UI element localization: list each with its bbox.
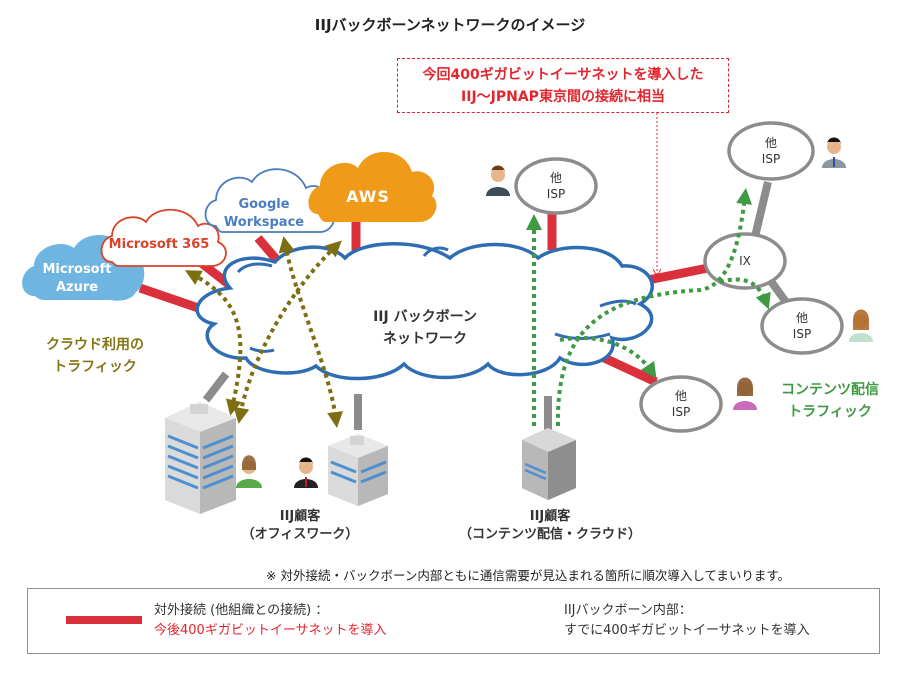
isp-label-line-2: ISP (761, 152, 781, 166)
callout-line-2: IIJ～JPNAP東京間の接続に相当 (461, 89, 665, 105)
person-icon-isp-right (849, 309, 873, 342)
person-icon-isp-top-right (822, 137, 846, 168)
cloud-google (204, 168, 336, 233)
isp-bottom-label: 他 ISP (651, 388, 711, 420)
content-traffic-arrows (526, 188, 771, 427)
legend: 対外接続 (他組織との接続) ： 今後400ギガビットイーサネットを導入 IIJ… (27, 588, 880, 654)
link-ix-isp-right (766, 277, 790, 305)
callout-box: 今回400ギガビットイーサネットを導入した IIJ～JPNAP東京間の接続に相当 (397, 58, 729, 113)
office-customer-line-2: （オフィスワーク） (241, 527, 359, 542)
azure-label: Microsoft Azure (22, 261, 132, 297)
isp-label-line-2: ISP (671, 405, 691, 419)
legend-internal-line-1: IIJバックボーン内部： (564, 603, 692, 618)
legend-external-text: 対外接続 (他組織との接続) ： 今後400ギガビットイーサネットを導入 (154, 601, 387, 641)
legend-external-line-1: 対外接続 (他組織との接続) ： (154, 603, 329, 618)
cloud-traffic-arrows (184, 236, 343, 428)
diagram-title: IIJバックボーンネットワークのイメージ (314, 16, 586, 34)
isp-right-label: 他 ISP (772, 310, 832, 342)
backbone-label-line-2: ネットワーク (383, 331, 467, 347)
office-building-large (165, 402, 236, 514)
cloud-traffic-label-line-1: クラウド利用の (46, 337, 144, 353)
isp-label-line-1: 他 (549, 171, 562, 185)
footnote: ※ 対外接続・バックボーン内部ともに通信需要が見込まれる箇所に順次導入してまいり… (266, 568, 791, 583)
google-workspace-label: Google Workspace (208, 196, 320, 232)
azure-label-line-1: Microsoft (42, 262, 112, 277)
office-customer-line-1: IIJ顧客 (279, 509, 321, 524)
person-icon-office-man (294, 457, 318, 488)
m365-label: Microsoft 365 (108, 237, 210, 252)
google-label-line-1: Google (238, 197, 290, 212)
google-label-line-2: Workspace (223, 215, 305, 230)
legend-external-line-swatch (66, 616, 142, 624)
content-customer-line-2: （コンテンツ配信・クラウド） (458, 527, 641, 542)
aws-label: AWS (346, 187, 390, 206)
backbone-label: IIJ バックボーン ネットワーク (355, 306, 495, 350)
ix-label: IX (739, 254, 751, 268)
legend-internal-text: IIJバックボーン内部： すでに400ギガビットイーサネットを導入 (564, 601, 810, 641)
callout-line-1: 今回400ギガビットイーサネットを導入した (422, 67, 704, 83)
isp-label-line-2: ISP (546, 187, 566, 201)
content-server (522, 428, 576, 500)
isp-label-line-1: 他 (764, 136, 777, 150)
content-traffic-arrow (559, 336, 657, 379)
isp-label-line-1: 他 (674, 389, 687, 403)
isp-bottom-node (639, 375, 723, 433)
person-icon-office-woman (236, 455, 262, 488)
isp-top-right-label: 他 ISP (741, 135, 801, 167)
content-traffic-label-line-2: トラフィック (788, 404, 872, 420)
content-customer-line-1: IIJ顧客 (529, 509, 571, 524)
person-icon-isp-top-center (486, 165, 510, 196)
isp-right-node (760, 297, 844, 355)
legend-internal-line-2: すでに400ギガビットイーサネットを導入 (564, 623, 810, 638)
isp-top-right-node (727, 121, 815, 181)
isp-top-center-label: 他 ISP (526, 170, 586, 202)
content-traffic-label-line-1: コンテンツ配信 (781, 382, 879, 398)
office-building-small (328, 434, 388, 506)
office-customer-label: IIJ顧客 （オフィスワーク） (200, 508, 400, 544)
cloud-aws (308, 151, 437, 222)
cloud-m365 (100, 208, 227, 267)
cloud-traffic-label: クラウド利用の トラフィック (30, 334, 160, 378)
backbone-label-line-1: IIJ バックボーン (373, 309, 477, 325)
azure-label-line-2: Azure (55, 280, 99, 295)
content-traffic-arrow (555, 188, 753, 427)
content-customer-label: IIJ顧客 （コンテンツ配信・クラウド） (430, 508, 670, 544)
isp-label-line-2: ISP (792, 327, 812, 341)
content-traffic-arrow (719, 277, 771, 310)
isp-top-center-node (514, 157, 598, 215)
link-office-building-1 (202, 371, 230, 403)
legend-external-line-2: 今後400ギガビットイーサネットを導入 (154, 623, 387, 638)
cloud-traffic-arrow (233, 240, 342, 424)
person-icon-isp-bottom (733, 377, 757, 410)
isp-label-line-1: 他 (795, 311, 808, 325)
content-traffic-label: コンテンツ配信 トラフィック (775, 379, 885, 423)
cloud-traffic-label-line-2: トラフィック (53, 359, 137, 375)
